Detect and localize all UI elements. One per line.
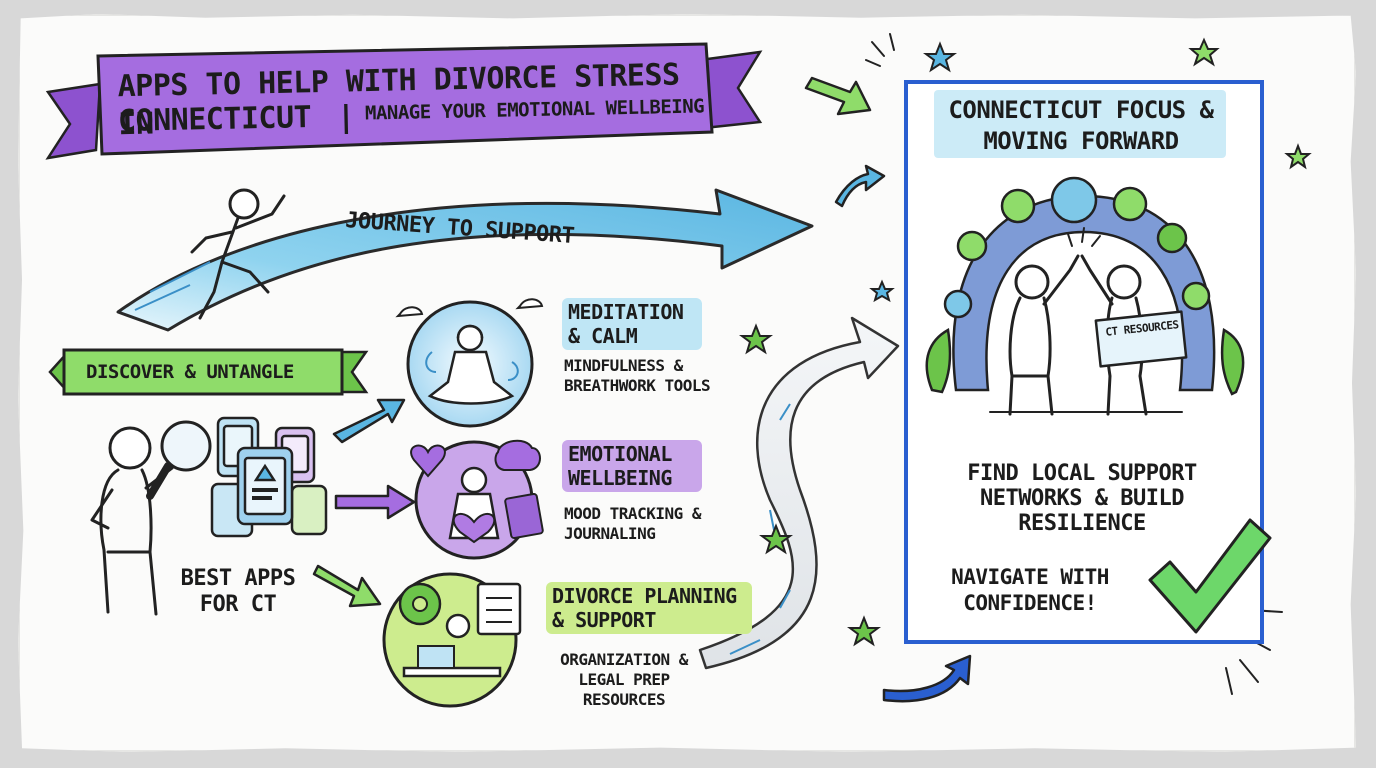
high-five-figures bbox=[989, 227, 1188, 416]
checkmark-icon bbox=[1148, 518, 1272, 634]
app-icons-cluster bbox=[210, 416, 328, 538]
emotional-illustration bbox=[410, 439, 544, 560]
title-banner bbox=[45, 42, 763, 160]
running-figure bbox=[190, 188, 286, 320]
category-emotional-title: EMOTIONAL WELLBEING bbox=[562, 440, 702, 492]
s-path-arrow bbox=[698, 316, 900, 670]
meditation-illustration bbox=[395, 298, 544, 428]
planning-illustration bbox=[382, 572, 522, 708]
navigate-confidence-text: NAVIGATE WITH CONFIDENCE! bbox=[951, 565, 1109, 615]
best-apps-label: BEST APPS FOR CT bbox=[180, 566, 296, 617]
category-planning-description: ORGANIZATION & LEGAL PREP RESOURCES bbox=[560, 650, 688, 709]
magnifier-figure bbox=[90, 420, 212, 616]
title-separator: | bbox=[336, 99, 355, 136]
ct-resources-sign: CT RESOURCES bbox=[1104, 318, 1180, 339]
category-planning-title: DIVORCE PLANNING & SUPPORT bbox=[546, 582, 752, 634]
gear-arch bbox=[925, 176, 1245, 396]
decorative-stars bbox=[739, 37, 1312, 647]
journey-label: JOURNEY TO SUPPORT bbox=[344, 208, 576, 249]
category-meditation-title: MEDITATION & CALM bbox=[562, 298, 702, 350]
discover-ribbon bbox=[48, 348, 369, 396]
category-meditation-description: MINDFULNESS & BREATHWORK TOOLS bbox=[564, 356, 711, 395]
small-arrows bbox=[804, 76, 972, 703]
discover-label: DISCOVER & UNTANGLE bbox=[86, 361, 294, 383]
support-networks-text: FIND LOCAL SUPPORT NETWORKS & BUILD RESI… bbox=[967, 461, 1197, 536]
ct-panel-heading: CONNECTICUT FOCUS & MOVING FORWARD bbox=[948, 96, 1214, 155]
title-line2: CONNECTICUT bbox=[117, 99, 312, 140]
category-arrows bbox=[312, 398, 416, 608]
category-emotional-description: MOOD TRACKING & JOURNALING bbox=[564, 504, 702, 543]
journey-arrow bbox=[116, 188, 814, 332]
